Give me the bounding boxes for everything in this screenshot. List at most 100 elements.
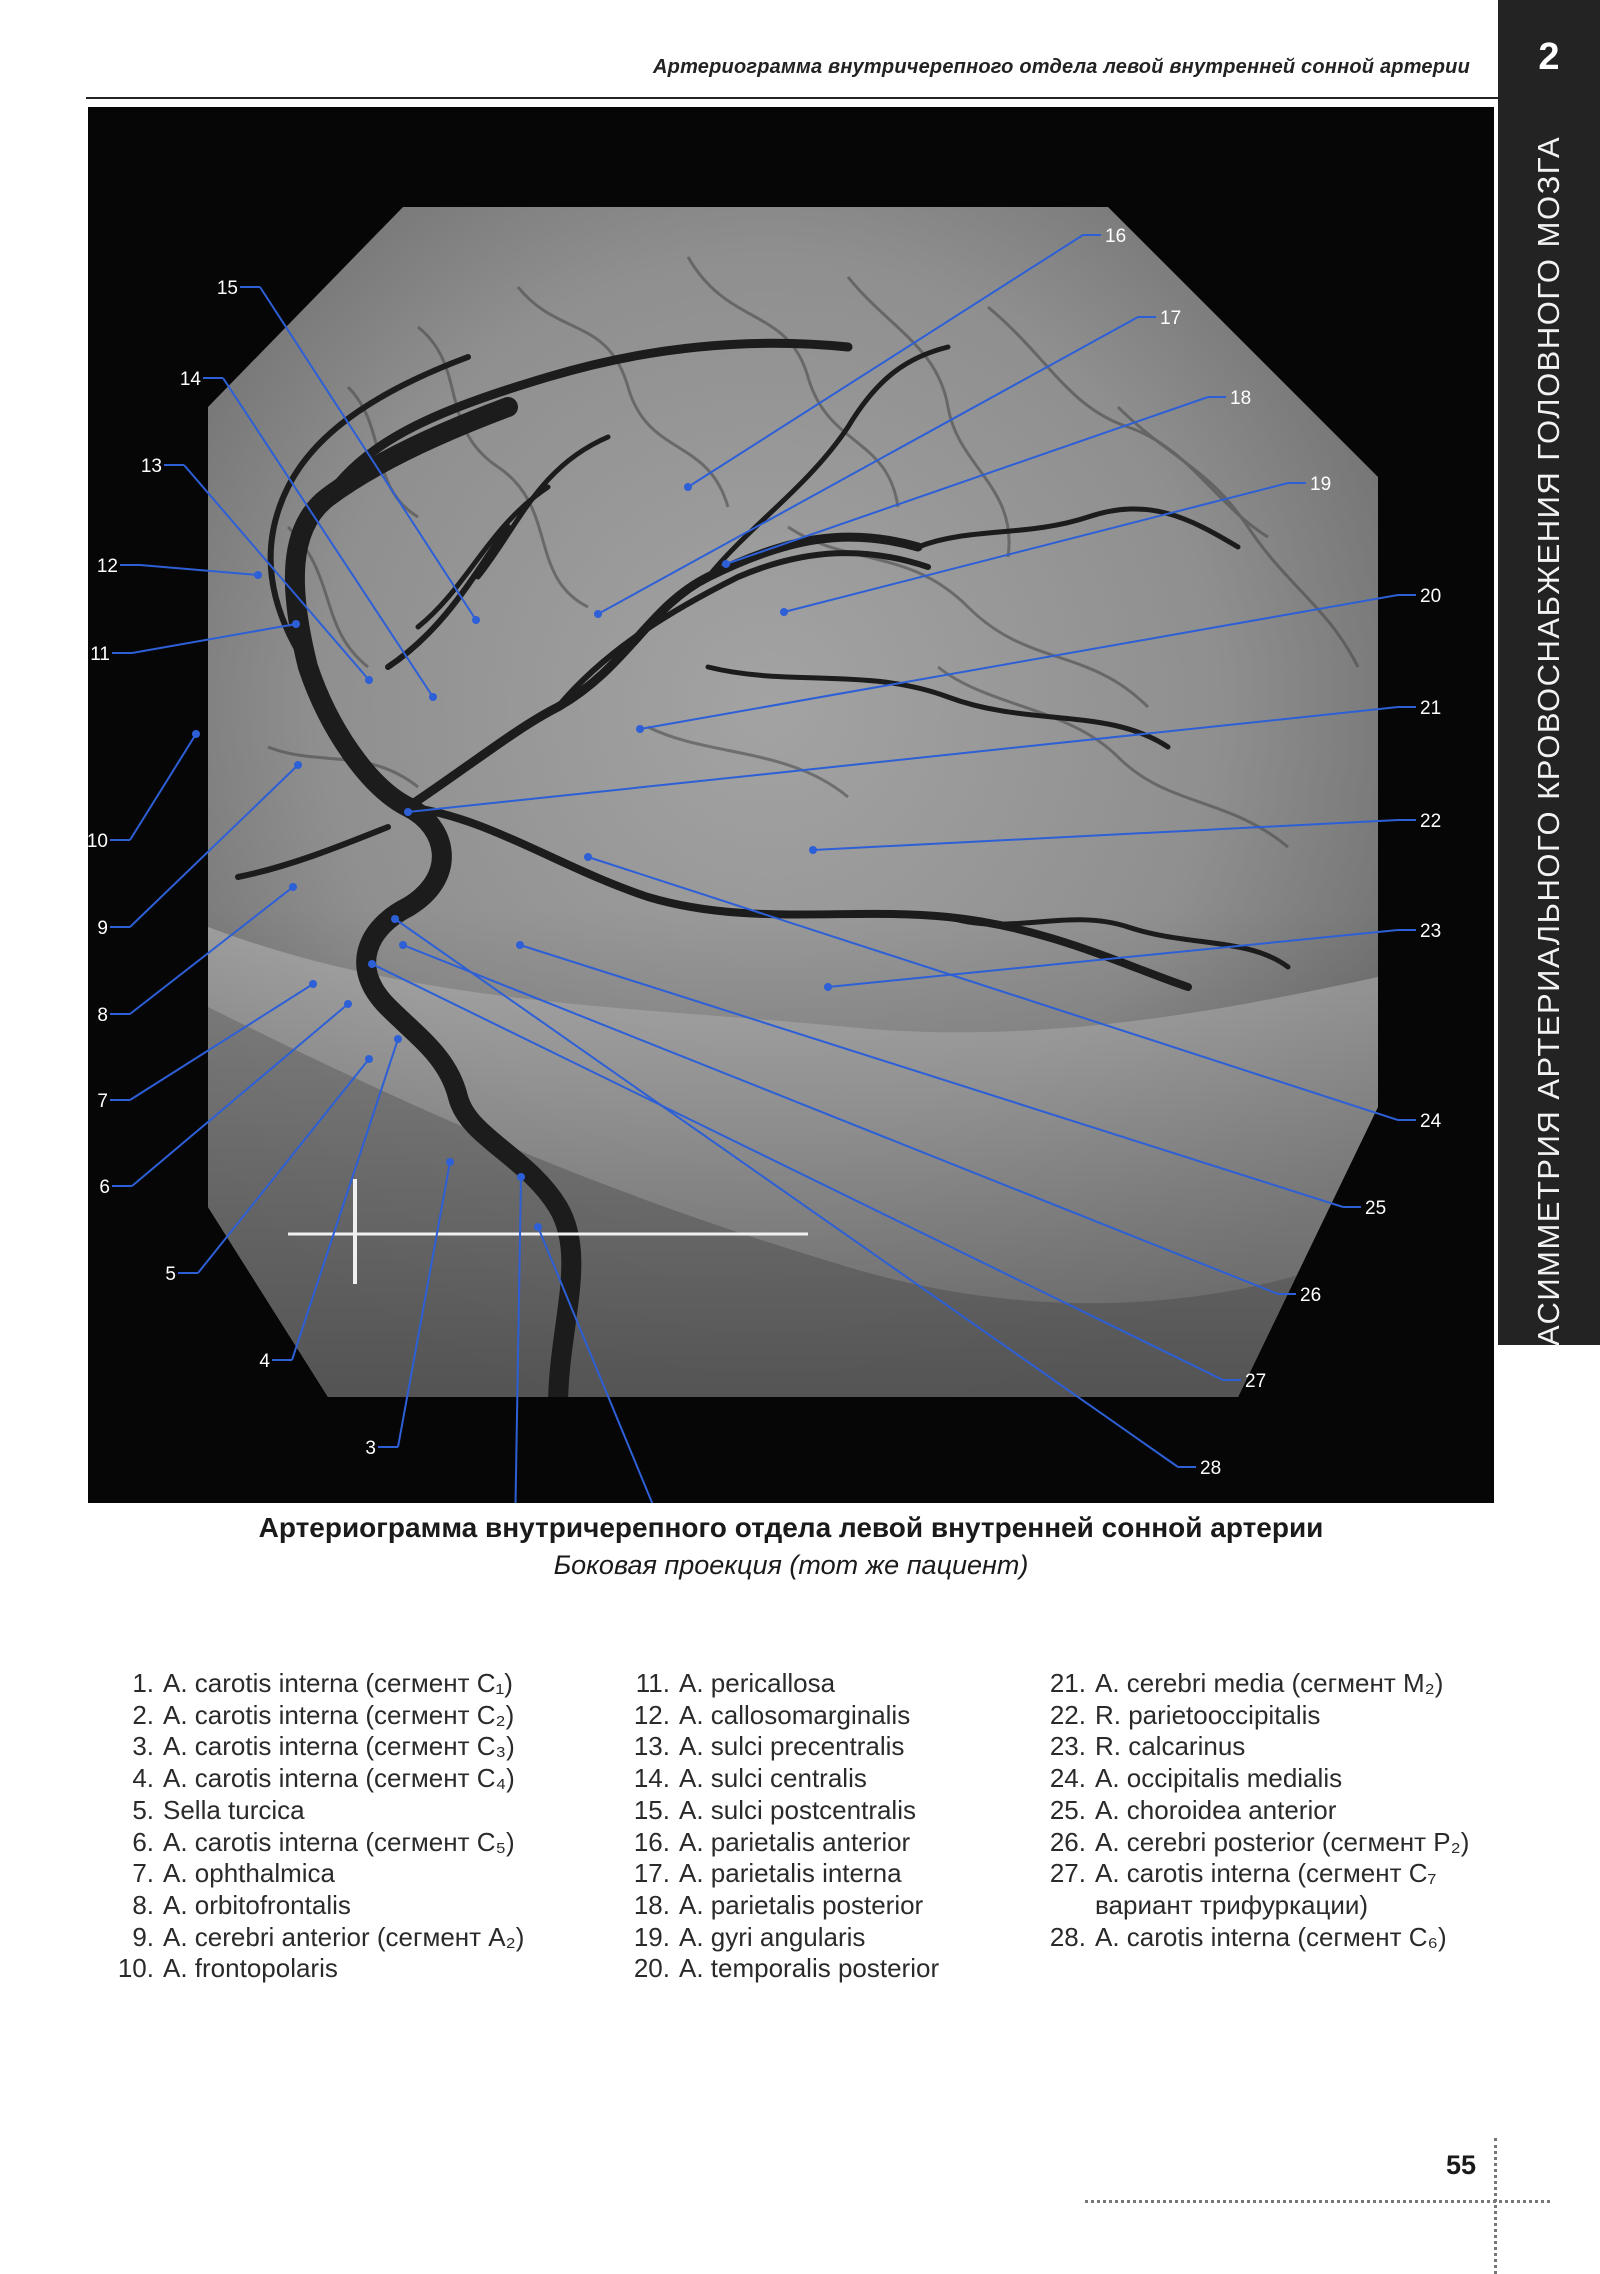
callout-number: 11	[90, 644, 110, 665]
legend-item: 9.A. cerebri anterior (сегмент A₂)	[108, 1922, 524, 1954]
callout-number: 7	[97, 1091, 108, 1112]
legend-item: 19. A. gyri angularis	[624, 1922, 939, 1954]
callout-target-dot-5	[365, 1055, 373, 1063]
callout-target-dot-12	[254, 571, 262, 579]
legend-item-number: 20.	[633, 1953, 670, 1984]
callout-number: 3	[365, 1438, 376, 1459]
callout-leader-3	[397, 1161, 451, 1448]
callout-target-dot-13	[365, 676, 373, 684]
callout-number: 25	[1365, 1198, 1386, 1219]
legend-item-number: 16.	[633, 1826, 670, 1857]
callout-leader-1	[537, 1226, 654, 1503]
legend-item: 24.A. occipitalis medialis	[1040, 1763, 1469, 1795]
legend-item: 2.A. carotis interna (сегмент C₂)	[108, 1700, 524, 1732]
legend-item: 13.A. sulci precentralis	[624, 1731, 939, 1763]
callout-number: 27	[1245, 1371, 1266, 1392]
legend-item-number: 10.	[117, 1953, 154, 1984]
callout-target-dot-19	[780, 608, 788, 616]
callout-leader-13	[183, 464, 370, 681]
legend-item-text: A. parietalis interna	[679, 1858, 902, 1889]
callout-leader-6	[131, 1003, 349, 1187]
legend-item: 1. A. carotis interna (сегмент C₁)	[108, 1668, 524, 1700]
callout-target-dot-26	[399, 941, 407, 949]
callout-number: 26	[1300, 1285, 1321, 1306]
legend-item: 26.A. cerebri posterior (сегмент P₂)	[1040, 1826, 1470, 1859]
legend-item: 28.A. carotis interna (сегмент C₆)	[1040, 1922, 1469, 1954]
callout-leader-lines	[110, 234, 1416, 1503]
callout-target-dot-2	[517, 1173, 525, 1181]
legend-item: 7.A. ophthalmica	[108, 1858, 524, 1890]
legend-item-number: 9.	[132, 1921, 154, 1952]
page-number: 55	[1445, 2150, 1476, 2180]
callout-leader-16	[687, 234, 1084, 488]
legend-item: 25.A. choroidea anterior	[1040, 1795, 1469, 1827]
legend-item-text: A. carotis interna (сегмент C₁)	[163, 1668, 513, 1698]
legend-item-number: 26.	[1049, 1826, 1086, 1857]
legend-item: 18.A. parietalis posterior	[624, 1890, 939, 1922]
legend-item-text: A. carotis interna (сегмент C₂)	[163, 1699, 515, 1730]
legend-item-number: 1.	[132, 1668, 154, 1698]
legend-item-text: Sella turcica	[163, 1794, 305, 1825]
legend-item-continuation: вариант трифуркации)	[1095, 1889, 1369, 1920]
legend-item: 17.A. parietalis interna	[624, 1858, 939, 1890]
angiogram-image	[208, 207, 1378, 1397]
callout-target-dot-17	[594, 610, 602, 618]
legend-item: 21.A. cerebri media (сегмент M₂)	[1040, 1668, 1469, 1700]
legend-item-number: 18.	[633, 1889, 670, 1920]
callout-number: 21	[1420, 698, 1441, 719]
legend-item-text: A. temporalis posterior	[679, 1953, 940, 1984]
callout-target-dot-14	[429, 693, 437, 701]
callout-target-dot-16	[684, 483, 692, 491]
callout-target-dot-11	[292, 620, 300, 628]
callout-leader-21	[407, 706, 1399, 813]
legend-item-text: A. gyri angularis	[679, 1921, 866, 1952]
callout-leader-27	[371, 963, 1224, 1381]
legend-item-text: A. cerebri media (сегмент M₂)	[1095, 1668, 1444, 1698]
callout-leader-15	[259, 286, 477, 621]
footer-dotted-rule-vertical	[1494, 2138, 1497, 2274]
callout-leader-20	[639, 594, 1399, 730]
callout-leader-23	[827, 929, 1399, 988]
legend-item: 5.Sella turcica	[108, 1795, 524, 1827]
legend-item-number: 23.	[1049, 1731, 1086, 1762]
callout-number: 13	[141, 456, 162, 477]
legend-item-text: A. pericallosa	[679, 1668, 836, 1698]
callout-number: 4	[259, 1351, 270, 1372]
callout-target-dot-25	[516, 941, 524, 949]
legend-item-number: 28.	[1049, 1921, 1086, 1952]
callout-number: 18	[1230, 388, 1251, 409]
callout-number: 8	[97, 1005, 108, 1026]
legend-item-text: A. orbitofrontalis	[163, 1889, 351, 1920]
callout-leader-10	[129, 733, 197, 841]
legend-item-number: 11.	[635, 1668, 670, 1698]
legend-item-text: A. carotis interna (сегмент C₃)	[163, 1731, 515, 1762]
legend-item-number: 8.	[132, 1889, 154, 1920]
callout-number: 14	[180, 369, 202, 390]
legend-item: 15.A. sulci postcentralis	[624, 1795, 939, 1827]
legend-item-number: 19.	[633, 1921, 670, 1952]
legend-item: 6.A. carotis interna (сегмент C₅)	[108, 1827, 524, 1859]
callout-target-dot-4	[394, 1035, 402, 1043]
legend-item-text: A. occipitalis medialis	[1095, 1763, 1343, 1794]
callout-target-dot-22	[809, 846, 817, 854]
legend-item-number: 27.	[1049, 1858, 1086, 1889]
callout-number: 23	[1420, 921, 1441, 942]
legend-item-text: A. sulci precentralis	[679, 1731, 905, 1762]
callout-target-dot-21	[404, 808, 412, 816]
callout-target-dot-23	[824, 983, 832, 991]
legend-item: 22.R. parietooccipitalis	[1040, 1700, 1469, 1732]
callout-leader-14	[222, 377, 434, 698]
callout-target-dot-6	[344, 1000, 352, 1008]
callout-number: 15	[217, 278, 238, 299]
legend-item: 23.R. calcarinus	[1040, 1731, 1469, 1763]
callout-number: 28	[1200, 1458, 1221, 1479]
callout-leader-4	[291, 1038, 399, 1361]
callout-target-dot-9	[294, 761, 302, 769]
callout-target-dot-20	[636, 725, 644, 733]
legend-column-3: 21.A. cerebri media (сегмент M₂)22.R. pa…	[1040, 1668, 1470, 1954]
callout-leader-9	[129, 764, 299, 928]
legend-item: 10.A. frontopolaris	[108, 1953, 524, 1985]
callout-labels: 1234567891011121314151617181920212223242…	[88, 226, 1442, 1479]
legend-item: 4.A. carotis interna (сегмент C₄)	[108, 1763, 524, 1795]
